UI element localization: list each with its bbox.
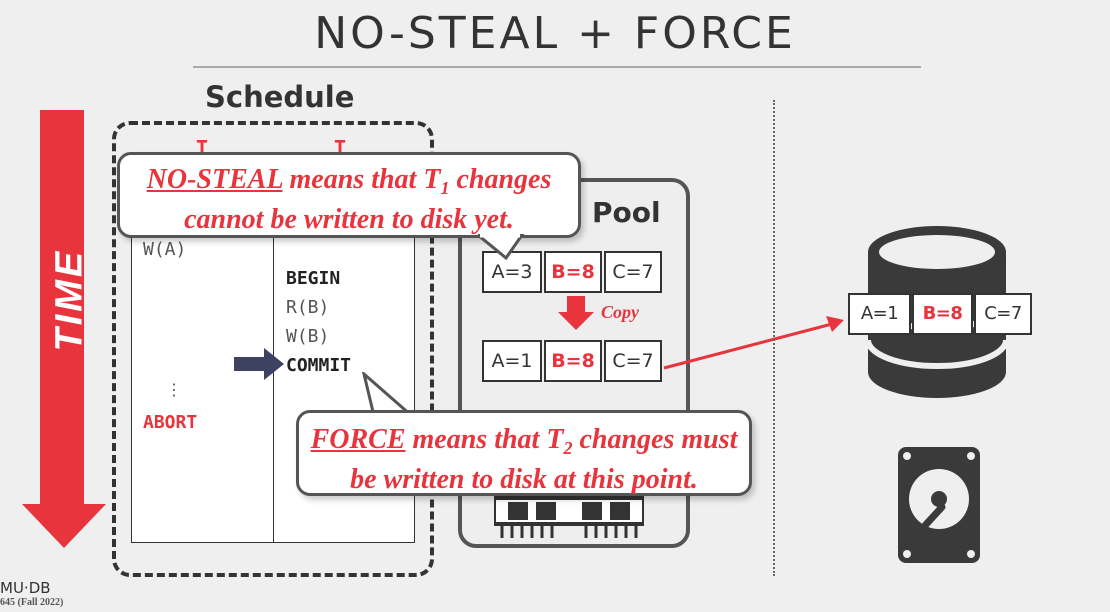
force-callout-line2: be written to disk at this point. [350, 464, 698, 495]
force-text-b: changes must [572, 424, 738, 455]
ram-chip-icon [494, 496, 644, 538]
memory-disk-divider [773, 100, 775, 576]
schedule-label: Schedule [205, 80, 355, 114]
nosteal-callout-line2: cannot be written to disk yet. [184, 204, 514, 235]
disk-page-b: B=8 [912, 293, 973, 335]
t2-op-read-b: R(B) [286, 297, 330, 318]
pool-copy-page-a: A=1 [482, 340, 542, 382]
force-term: FORCE [310, 424, 406, 455]
footer-brand: MU·DB [0, 579, 51, 597]
footer-course: 645 (Fall 2022) [0, 597, 64, 608]
t1-op-write-a: W(A) [143, 239, 187, 260]
hard-drive-icon [898, 447, 980, 563]
t2-op-commit: COMMIT [286, 355, 352, 376]
time-label: TIME [48, 248, 91, 352]
disk-page-c: C=7 [974, 293, 1032, 335]
time-arrow-icon [22, 110, 106, 548]
slide-title: NO-STEAL + FORCE [314, 8, 796, 59]
force-text-a: means that T [405, 424, 564, 455]
force-callout-line1: FORCE means that T2 changes must [299, 424, 749, 464]
pool-page-c: C=7 [604, 251, 662, 293]
nosteal-subscript: 1 [440, 178, 450, 198]
pool-copy-page-b: B=8 [544, 340, 602, 382]
pool-copy-page-c: C=7 [604, 340, 662, 382]
nosteal-term: NO-STEAL [146, 164, 283, 195]
nosteal-callout-line1: NO-STEAL means that T1 changes [120, 164, 578, 204]
pool-page-b: B=8 [544, 251, 602, 293]
schedule-box [112, 121, 434, 577]
disk-page-a: A=1 [848, 293, 911, 335]
t2-op-begin: BEGIN [286, 268, 341, 289]
buffer-pool-label: Pool [592, 196, 661, 229]
nosteal-text-b: changes [449, 164, 552, 195]
commit-pointer-icon [234, 348, 284, 380]
force-subscript: 2 [563, 438, 573, 458]
nosteal-callout-tail [478, 234, 525, 260]
force-callout: FORCE means that T2 changes must be writ… [296, 410, 752, 496]
t1-op-abort: ABORT [143, 412, 198, 433]
force-callout-tail [361, 372, 414, 416]
copy-label: Copy [601, 302, 639, 322]
nosteal-callout: NO-STEAL means that T1 changes cannot be… [117, 152, 581, 238]
pool-page-a: A=3 [482, 251, 542, 293]
t1-ellipsis: ⋮ [166, 380, 182, 399]
t2-op-write-b: W(B) [286, 326, 330, 347]
flush-to-disk-arrow [663, 316, 844, 370]
nosteal-text-a: means that T [282, 164, 441, 195]
copy-arrow-icon [558, 296, 594, 330]
title-divider [193, 66, 921, 68]
